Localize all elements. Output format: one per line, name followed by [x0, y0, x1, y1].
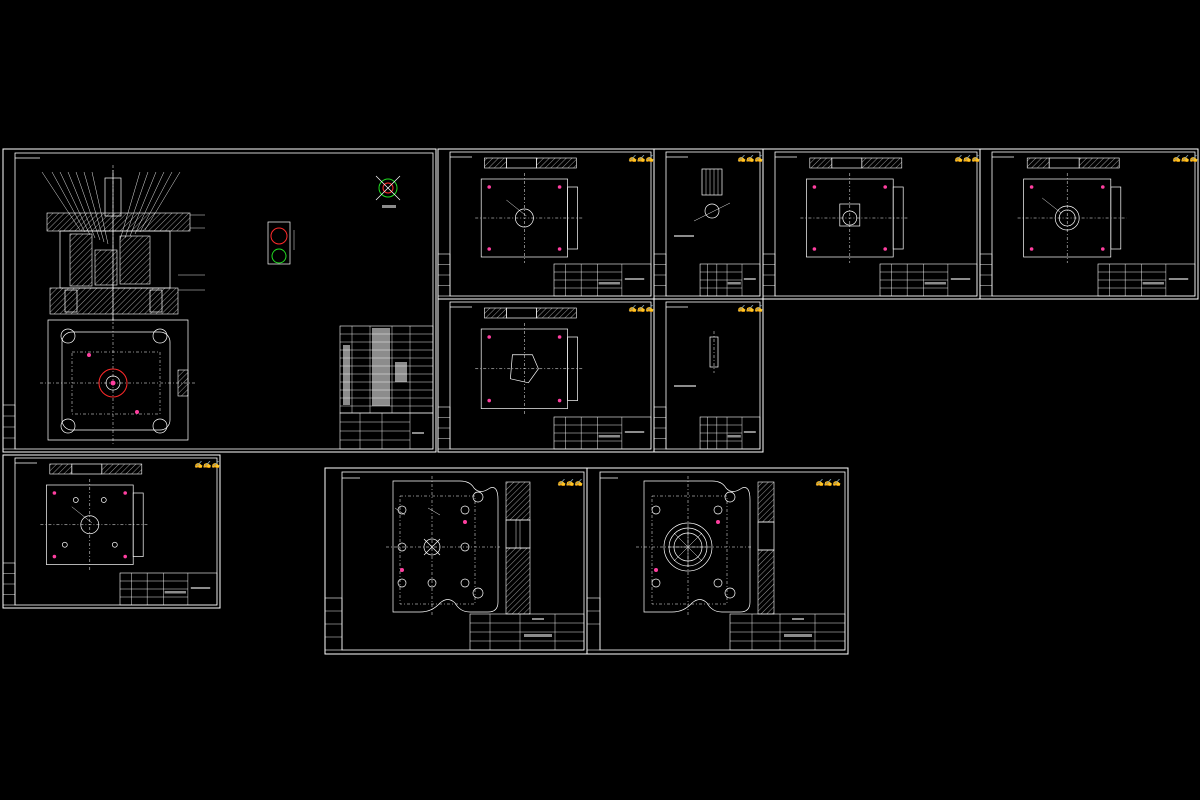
- signature-mark: ✍✍✍: [628, 304, 655, 313]
- sheet-die-plate-b: ✍✍✍: [586, 467, 849, 655]
- title-block: [553, 263, 652, 297]
- signature-mark: ✍✍✍: [954, 154, 981, 163]
- title-block: [699, 416, 761, 450]
- signature-mark: ✍✍✍: [628, 154, 655, 163]
- margin-strip: [762, 253, 776, 297]
- title-block: [469, 613, 585, 651]
- margin-strip: [979, 253, 993, 297]
- sheet-guide-pin: ✍✍✍: [653, 298, 764, 453]
- sheet-stripper-plate: ✍✍✍: [762, 148, 981, 300]
- title-block: [1097, 263, 1196, 297]
- margin-strip: [653, 253, 667, 297]
- assembly-plan-view: [40, 318, 195, 445]
- sheet-die: ✍✍✍: [979, 148, 1199, 300]
- part-sheets: ✍✍✍ ✍✍✍ ✍✍✍ ✍✍✍ ✍✍✍ ✍✍✍ ✍✍✍: [2, 148, 1199, 609]
- margin-strip: [2, 562, 16, 606]
- assembly-section-view: [41, 165, 205, 325]
- leader-lines: [41, 171, 205, 291]
- title-block: [119, 572, 218, 606]
- signature-mark: ✍✍✍: [1172, 154, 1199, 163]
- signature-mark: ✍✍✍: [557, 478, 584, 487]
- title-block: [553, 416, 652, 450]
- title-block: [729, 613, 846, 651]
- detail-views: [267, 175, 401, 265]
- margin-strip: [2, 404, 16, 450]
- assembly-title-block: [339, 412, 434, 450]
- signature-mark: ✍✍✍: [815, 478, 842, 487]
- signature-mark: ✍✍✍: [194, 460, 221, 469]
- signature-mark: ✍✍✍: [737, 304, 764, 313]
- title-block: [879, 263, 978, 297]
- sheet-die-plate-a: ✍✍✍: [324, 467, 588, 655]
- sheet-assembly: [2, 148, 437, 453]
- title-block: [699, 263, 761, 297]
- margin-strip: [437, 406, 451, 450]
- signature-mark: ✍✍✍: [737, 154, 764, 163]
- sheet-backing-plate: ✍✍✍: [437, 298, 655, 453]
- margin-strip: [653, 406, 667, 450]
- sheet-fixed-plate: ✍✍✍: [2, 454, 221, 609]
- assembly-parts-list: [339, 325, 434, 414]
- margin-strip: [437, 253, 451, 297]
- sheet-punch: ✍✍✍: [653, 148, 764, 300]
- sheet-punch-plate: ✍✍✍: [437, 148, 655, 300]
